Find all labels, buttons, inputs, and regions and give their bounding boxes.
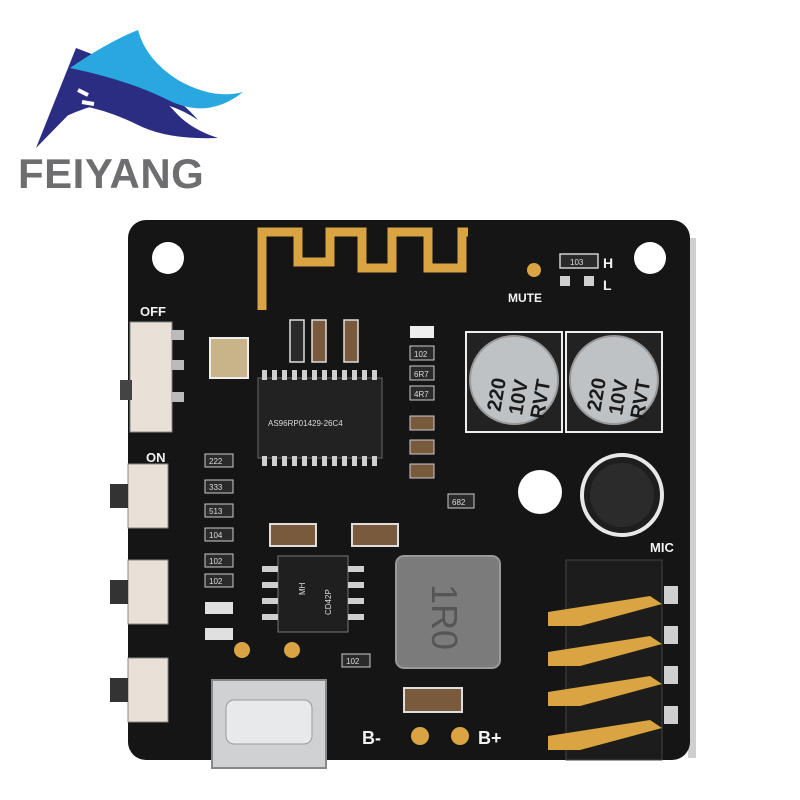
off-label: OFF [140,304,166,319]
power-switch [129,321,173,433]
inductor [395,555,501,669]
wave-logo-icon [36,30,243,148]
res-102b-label: 102 [209,557,223,566]
button-1 [127,463,169,529]
res-333-label: 333 [209,483,223,492]
main-chip [257,377,383,459]
res-6r7-label: 6R7 [414,370,429,379]
res-102a-label: 102 [414,350,428,359]
res-102d-label: 102 [346,657,360,666]
mute-label: MUTE [508,291,542,305]
res-513-label: 513 [209,507,223,516]
chip-small-line2: CD42P [324,589,333,615]
res-103-label: 103 [570,258,584,267]
mounting-hole [518,470,562,514]
button-2 [127,559,169,625]
res-4r7-label: 4R7 [414,390,429,399]
on-label: ON [146,450,166,465]
brand-logo [18,20,248,200]
b-plus-label: B+ [478,728,502,748]
mic-label: MIC [650,540,674,555]
res-104-label: 104 [209,531,223,540]
l-label: L [603,277,612,293]
crystal-oscillator [209,337,249,379]
res-682-label: 682 [452,498,466,507]
mounting-hole [152,242,184,274]
res-222-label: 222 [209,457,223,466]
capacitor-1: 220 10V RVT [465,331,563,433]
jack-pins [548,596,662,750]
inductor-label: 1R0 [424,584,465,650]
charge-chip [277,555,349,633]
chip-small-line1: MH [298,582,307,595]
brand-name: FEIYANG [18,150,205,197]
antenna-trace [257,227,468,310]
main-chip-label: AS96RP01429-26C4 [268,419,343,428]
h-label: H [603,255,613,271]
button-3 [127,657,169,723]
mute-pad [527,263,541,277]
res-102c-label: 102 [209,577,223,586]
capacitor-2: 220 10V RVT [565,331,663,433]
battery-minus-pad [411,727,429,745]
battery-plus-pad [451,727,469,745]
mounting-hole [634,242,666,274]
b-minus-label: B- [362,728,381,748]
